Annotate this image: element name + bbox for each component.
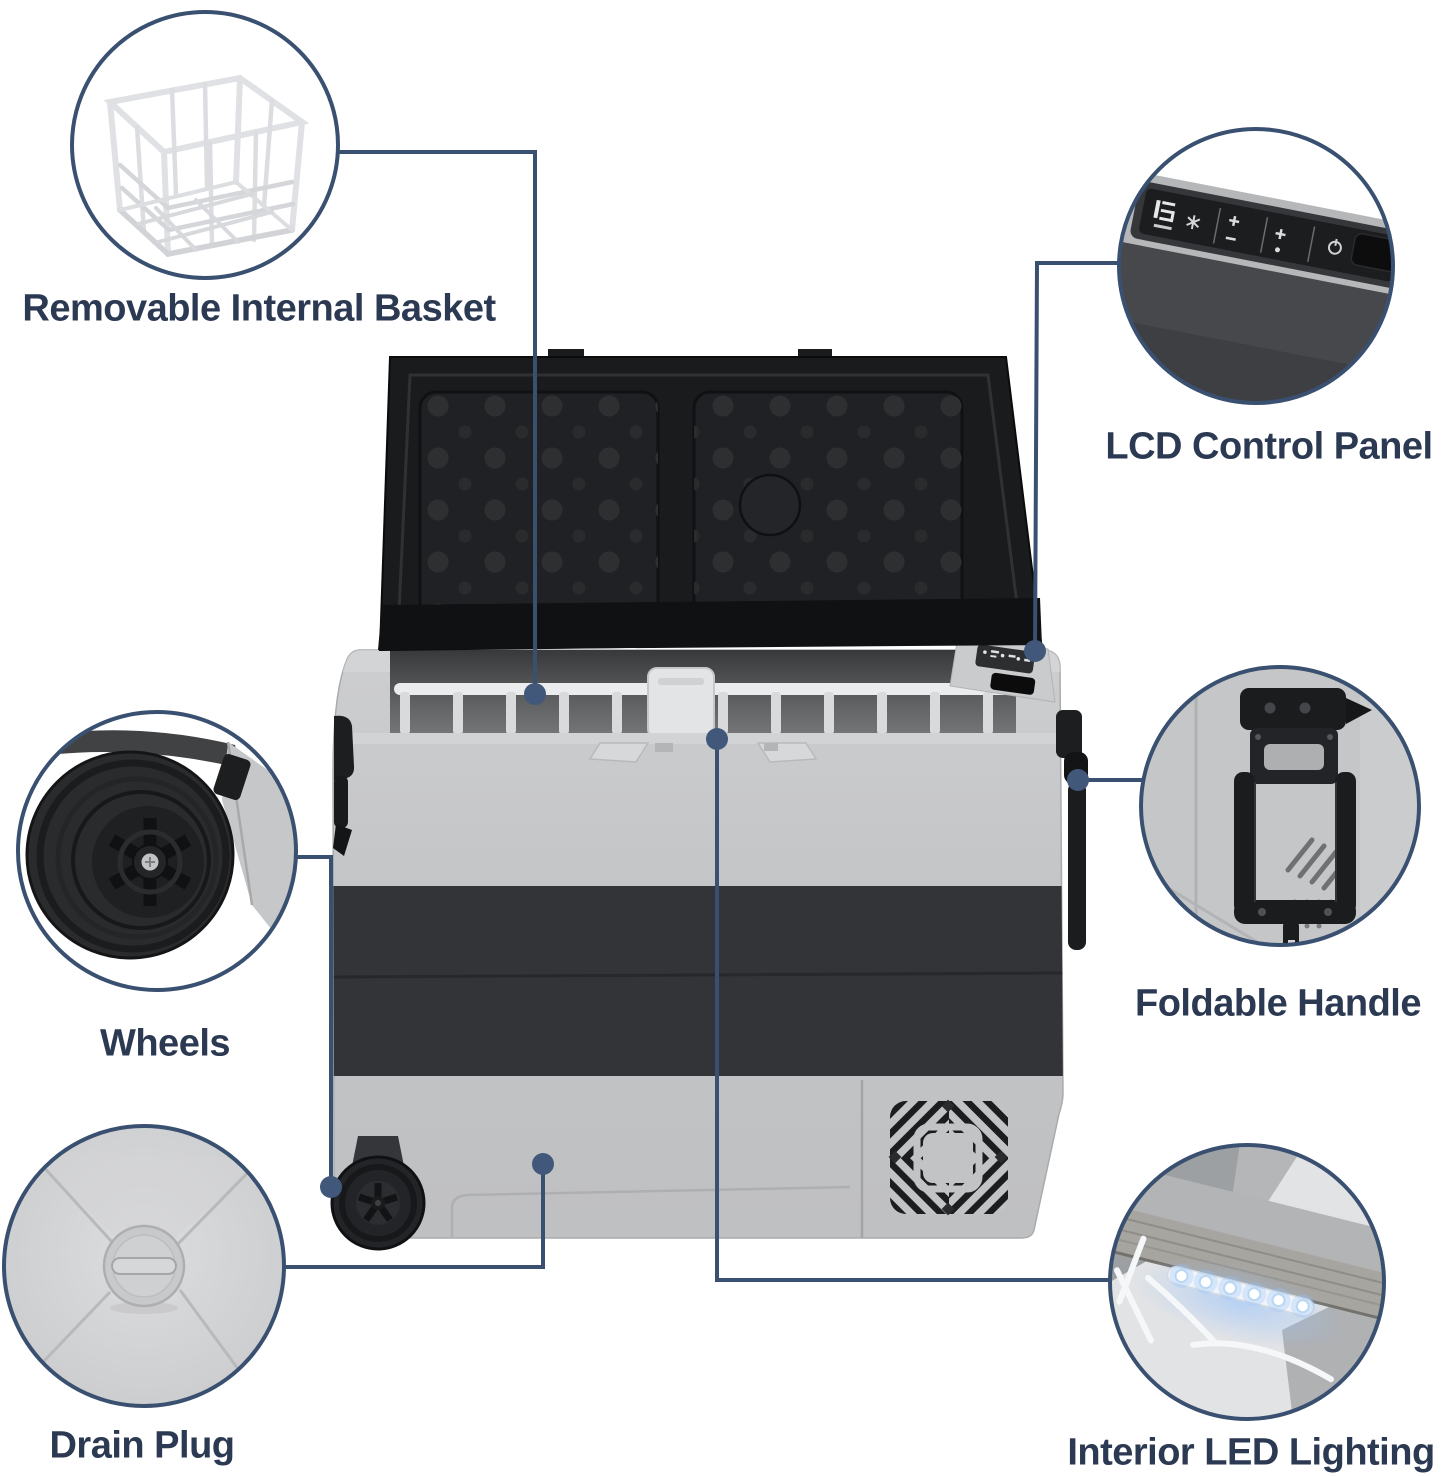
connector-dots — [320, 640, 1089, 1198]
settings-dot-icon — [1274, 247, 1280, 253]
foldable-handle-art — [1234, 688, 1372, 945]
dark-band-seam — [333, 971, 1063, 979]
open-lid — [378, 349, 1043, 652]
handle-photo — [1141, 667, 1419, 945]
minus-icon — [1225, 236, 1236, 241]
label-interior-led-lighting: Interior LED Lighting — [1067, 1431, 1435, 1474]
lid-hinge-strip — [378, 598, 1042, 650]
dot-led — [706, 728, 728, 750]
plus-icon — [1229, 215, 1240, 227]
dot-handle — [1067, 769, 1089, 791]
drain-plug-art — [102, 1224, 186, 1314]
connector-led — [715, 739, 1111, 1282]
fan-vent — [888, 1099, 1008, 1216]
connectors — [284, 150, 1143, 1282]
basket-photo — [72, 12, 338, 278]
callout-circle-drain — [2, 1124, 286, 1408]
label-foldable-handle: Foldable Handle — [1135, 982, 1421, 1025]
fridge-illustration — [330, 349, 1088, 1251]
callout-circle-handle — [1139, 665, 1421, 947]
wire-basket-art — [103, 74, 310, 257]
label-wheels: Wheels — [99, 1022, 231, 1065]
lid-latch-tab-right — [798, 349, 832, 359]
lcd-display-glyphs — [1153, 199, 1342, 262]
power-icon — [1327, 238, 1342, 255]
divider-groove — [658, 678, 704, 685]
callout-circle-wheels — [16, 710, 298, 992]
dot-wheels — [320, 1176, 342, 1198]
callout-circle-lcd — [1117, 127, 1395, 405]
dot-lcd — [1024, 640, 1046, 662]
callout-circle-led — [1108, 1143, 1386, 1421]
front-wheel — [330, 1136, 426, 1251]
lid-latch-tab-left — [548, 349, 584, 359]
drain-photo — [4, 1126, 284, 1406]
connector-drain — [284, 1164, 545, 1269]
plus-icon-2 — [1275, 228, 1286, 240]
wheel-art — [25, 750, 235, 960]
label-removable-internal-basket: Removable Internal Basket — [22, 287, 496, 330]
connector-lcd — [1033, 261, 1119, 652]
led-dots — [1169, 1263, 1315, 1319]
dark-band — [333, 886, 1063, 1076]
lid-panel-circle — [738, 473, 802, 537]
front-panel-seam — [450, 1185, 851, 1238]
label-lcd-control-panel: LCD Control Panel — [1105, 425, 1433, 468]
wheel-hub — [108, 818, 192, 906]
lip-tab-left — [588, 742, 650, 763]
power-switch — [990, 672, 1036, 695]
label-drain-plug: Drain Plug — [49, 1424, 235, 1467]
snowflake-icon — [1186, 215, 1201, 230]
led-photo — [1110, 1145, 1384, 1419]
wheel-photo — [18, 712, 296, 990]
led-rim-art — [1110, 1164, 1384, 1383]
dot-drain — [532, 1153, 554, 1175]
front-lip — [352, 733, 1058, 744]
interior-basket-wires — [1113, 1235, 1334, 1383]
dot-basket — [524, 683, 546, 705]
panel-button — [1350, 232, 1393, 273]
left-side-handle — [333, 715, 355, 856]
connector-wheels — [295, 855, 333, 1187]
callout-circle-basket — [70, 10, 340, 280]
lip-notch-left — [655, 743, 673, 752]
lip-notch-right — [764, 743, 778, 751]
connector-basket — [337, 150, 537, 694]
